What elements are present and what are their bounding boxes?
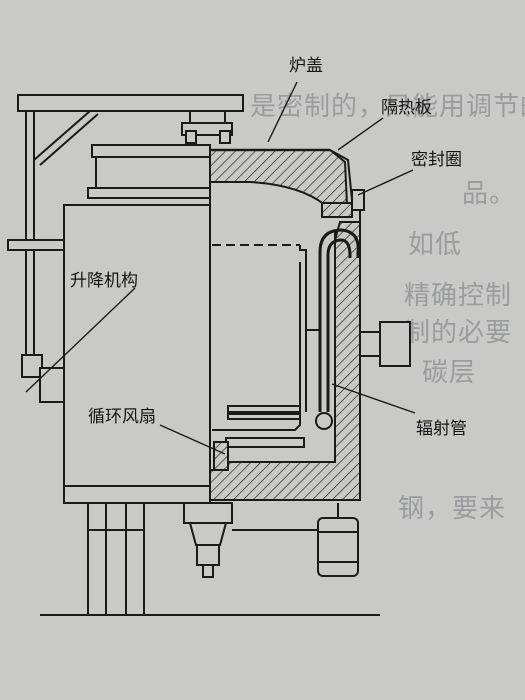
bleed-text-7: 钢，要来 <box>398 494 507 524</box>
bleed-text-1: 是密制的，只能用调节的 <box>250 92 525 122</box>
label-circulation-fan: 循环风扇 <box>88 407 156 427</box>
support-legs <box>40 502 380 616</box>
label-radiant-tube: 辐射管 <box>416 419 467 439</box>
bleed-text-6: 碳层 <box>422 358 477 388</box>
furnace-lid <box>87 144 211 199</box>
fan-motor <box>183 502 233 578</box>
lifting-frame <box>7 94 244 403</box>
bleed-text-4: 精确控制 <box>404 281 513 311</box>
hanger-rods <box>181 111 233 144</box>
bleed-text-5: 制的必要 <box>404 318 513 348</box>
furnace-body-left <box>63 204 211 504</box>
bleed-text-3: 如低 <box>408 230 463 260</box>
label-furnace-lid: 炉盖 <box>289 56 323 76</box>
leader-lines <box>25 81 416 455</box>
bleed-text-2: 品。 <box>462 179 517 209</box>
label-lifting-mechanism: 升降机构 <box>70 271 138 291</box>
tube-motor <box>317 503 359 577</box>
label-seal-ring: 密封圈 <box>411 150 462 170</box>
furnace-section <box>209 148 411 501</box>
label-heat-shield: 隔热板 <box>381 98 432 118</box>
